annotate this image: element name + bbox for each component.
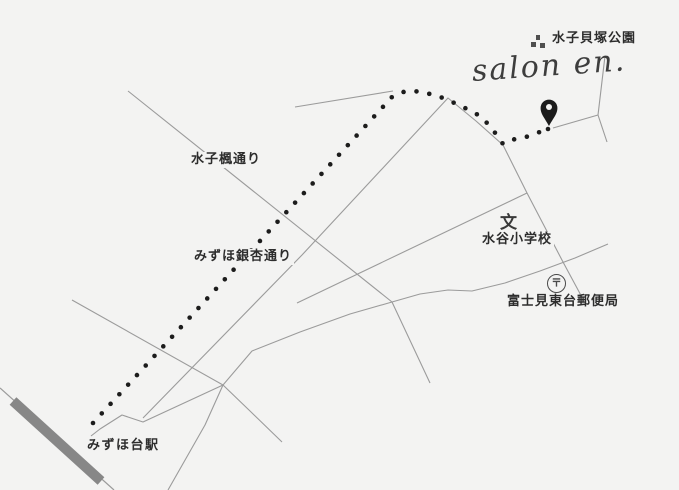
route-dot — [284, 209, 289, 215]
pin-hole — [546, 104, 552, 110]
route-dot — [231, 267, 236, 273]
route-dot — [108, 401, 113, 407]
route-dot — [389, 94, 395, 100]
route-dot — [371, 114, 377, 119]
mid-diagonal-road — [296, 192, 528, 304]
school-map-symbol: 文 — [500, 213, 517, 233]
route-dot — [474, 111, 480, 117]
route-dot — [125, 382, 131, 387]
route-dot — [363, 123, 368, 129]
west-road — [71, 299, 224, 386]
ginkgo-street-label: みずほ銀杏通り — [192, 249, 295, 266]
route-dot — [484, 120, 489, 125]
route-dot — [99, 411, 105, 416]
route-dot — [160, 344, 166, 349]
south-road — [167, 384, 224, 490]
route-dot — [187, 315, 192, 320]
route-dot — [310, 181, 315, 186]
route-dot — [143, 363, 149, 368]
route-dot — [257, 238, 263, 244]
route-dot — [451, 100, 456, 105]
park-label: 水子貝塚公園 — [550, 31, 639, 48]
route-dot — [426, 91, 432, 97]
route-dot — [266, 229, 272, 234]
route-dot — [204, 296, 210, 301]
route-dot — [178, 324, 184, 330]
route-dot — [117, 391, 122, 397]
route-dot — [319, 171, 324, 177]
route-dot — [401, 89, 406, 95]
route-dot — [301, 190, 307, 196]
route-dot — [196, 305, 201, 311]
curve-post-road — [222, 243, 609, 386]
park-icon — [531, 35, 546, 48]
route-dot — [292, 200, 298, 205]
kaede-street-road — [127, 90, 431, 384]
route-dot — [536, 129, 542, 135]
post-office-icon: 〒 — [547, 274, 566, 293]
station-zigzag-road — [90, 384, 224, 437]
salon-access-road-spur — [597, 114, 608, 143]
route-dot — [213, 286, 219, 292]
route-dot — [222, 276, 228, 282]
route-dot — [327, 162, 333, 167]
route-dot — [500, 140, 505, 146]
route-dot — [90, 420, 96, 426]
route-dot — [336, 152, 342, 158]
route-dot — [354, 133, 359, 138]
north-short-road — [294, 90, 394, 108]
kaede-street-label: 水子楓通り — [189, 152, 264, 169]
route-dot — [492, 130, 498, 135]
southeast-road — [222, 384, 283, 443]
salon-location-pin — [540, 99, 558, 126]
school-label: 水谷小学校 — [480, 232, 555, 249]
post-office-label: 富士見東台郵便局 — [505, 294, 622, 311]
park-icon-square — [531, 42, 536, 47]
route-dot — [545, 126, 551, 132]
station-bar — [9, 397, 105, 485]
route-dot — [152, 353, 157, 359]
park-icon-square — [540, 43, 545, 48]
route-dot — [345, 142, 351, 148]
route-dot — [524, 134, 530, 139]
route-dot — [380, 104, 386, 110]
route-dot — [275, 219, 280, 225]
station-label: みずほ台駅 — [85, 438, 162, 455]
apex-school-road — [142, 97, 585, 419]
route-dot — [511, 137, 517, 142]
route-dot — [414, 89, 419, 94]
route-dot — [463, 105, 468, 111]
route-dot — [134, 372, 140, 378]
park-icon-square — [535, 35, 540, 40]
route-dot — [169, 334, 175, 340]
route-dot — [439, 95, 444, 100]
